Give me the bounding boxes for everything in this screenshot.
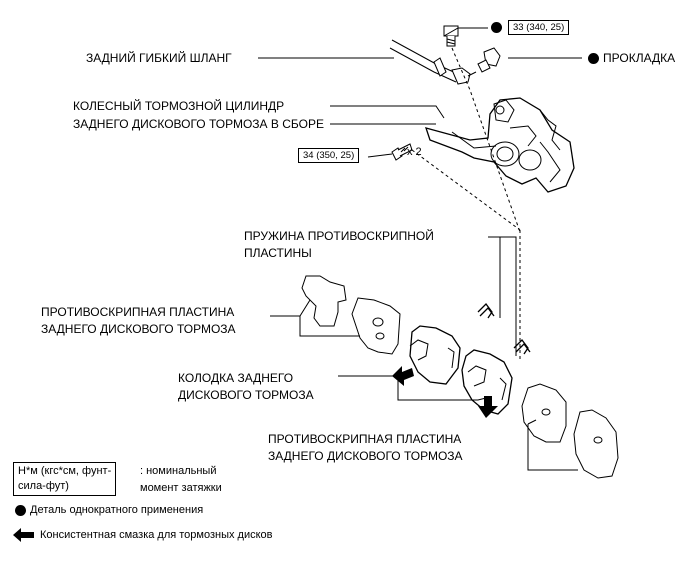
union-bolt-torque-box: 33 (340, 25) (508, 20, 570, 35)
spring-label-line1: ПРУЖИНА ПРОТИВОСКРИПНОЙ (244, 229, 434, 243)
lower-shim-label-line1: ПРОТИВОСКРИПНАЯ ПЛАСТИНА (268, 432, 462, 446)
torque-unit-desc-line1: : номинальный (140, 465, 217, 477)
caliper-bolt-drawing (391, 143, 413, 161)
lower-anti-squeal-shim-drawing (521, 383, 619, 479)
leader-lines (258, 27, 582, 471)
wheel-cylinder-label-line1: КОЛЕСНЫЙ ТОРМОЗНОЙ ЦИЛИНДР (73, 99, 285, 113)
gasket-drawing (477, 47, 501, 73)
legend-non-reusable-dot-icon (15, 505, 26, 516)
union-bolt-torque-value: 33 (340, 25) (513, 22, 565, 33)
torque-unit-line2: сила-фут) (18, 480, 69, 492)
inner-brake-pad-drawing (409, 325, 461, 385)
torque-unit-line1: Н*м (кгс*см, фунт- (18, 465, 112, 477)
lower-shim-label-line2: ЗАДНЕГО ДИСКОВОГО ТОРМОЗА (268, 449, 463, 463)
non-reusable-dot-icon (491, 22, 502, 33)
upper-anti-squeal-shim-drawing (301, 275, 401, 355)
spring-label-line2: ПЛАСТИНЫ (244, 246, 312, 260)
caliper-bolt-torque-box: 34 (350, 25) (298, 148, 360, 163)
legend-grease-arrow-icon (13, 528, 34, 542)
pad-label-line2: ДИСКОВОГО ТОРМОЗА (178, 388, 314, 402)
alignment-dashed-lines (411, 47, 521, 360)
upper-shim-label-line1: ПРОТИВОСКРИПНАЯ ПЛАСТИНА (41, 305, 235, 319)
torque-unit-legend-box: Н*м (кгс*см, фунт- сила-фут) (13, 462, 117, 496)
anti-squeal-spring-drawing (477, 303, 531, 355)
torque-unit-desc-line2: момент затяжки (140, 482, 222, 494)
rear-flexible-hose-drawing (389, 39, 477, 85)
gasket-label: ПРОКЛАДКА (603, 51, 676, 65)
legend-grease-text: Консистентная смазка для тормозных диско… (40, 529, 273, 541)
caliper-bolt-torque-value: 34 (350, 25) (303, 150, 355, 161)
wheel-cylinder-label-line2: ЗАДНЕГО ДИСКОВОГО ТОРМОЗА В СБОРЕ (73, 117, 324, 131)
wheel-cylinder-drawing (424, 97, 575, 193)
gasket-non-reusable-dot-icon (588, 53, 599, 64)
upper-shim-label-line2: ЗАДНЕГО ДИСКОВОГО ТОРМОЗА (41, 322, 236, 336)
legend-non-reusable-text: Деталь однократного применения (30, 504, 204, 516)
grease-arrow-icon (392, 366, 498, 418)
union-bolt-drawing (443, 25, 459, 47)
caliper-bolt-multiplier: x 2 (407, 146, 422, 158)
rear-hose-label: ЗАДНИЙ ГИБКИЙ ШЛАНГ (86, 51, 232, 65)
pad-label-line1: КОЛОДКА ЗАДНЕГО (178, 371, 294, 385)
outer-brake-pad-drawing (461, 349, 513, 415)
